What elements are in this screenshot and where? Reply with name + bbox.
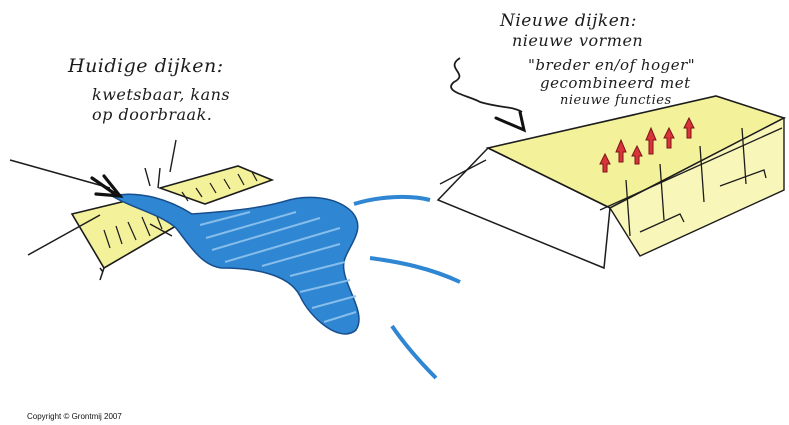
right-caption-line-3: "breder en/of hoger" bbox=[528, 56, 695, 74]
current-dike-drawing bbox=[10, 140, 460, 378]
left-caption-line-3: op doorbraak. bbox=[92, 105, 212, 124]
left-caption: Huidige dijken: kwetsbaar, kans op doorb… bbox=[67, 55, 230, 124]
right-caption-line-1: Nieuwe dijken: bbox=[499, 11, 637, 31]
right-caption-line-5: nieuwe functies bbox=[560, 93, 672, 108]
right-caption-line-4: gecombineerd met bbox=[540, 74, 691, 92]
left-caption-line-2: kwetsbaar, kans bbox=[92, 85, 230, 104]
pointer-arrow-icon bbox=[451, 58, 522, 112]
right-caption-line-2: nieuwe vormen bbox=[512, 31, 643, 50]
left-caption-line-1: Huidige dijken: bbox=[67, 55, 224, 77]
breach-arrow-icon bbox=[92, 176, 120, 196]
upper-dike-segment bbox=[160, 166, 272, 204]
right-caption: Nieuwe dijken: nieuwe vormen "breder en/… bbox=[499, 11, 695, 108]
copyright-notice: Copyright © Grontmij 2007 bbox=[27, 412, 122, 422]
